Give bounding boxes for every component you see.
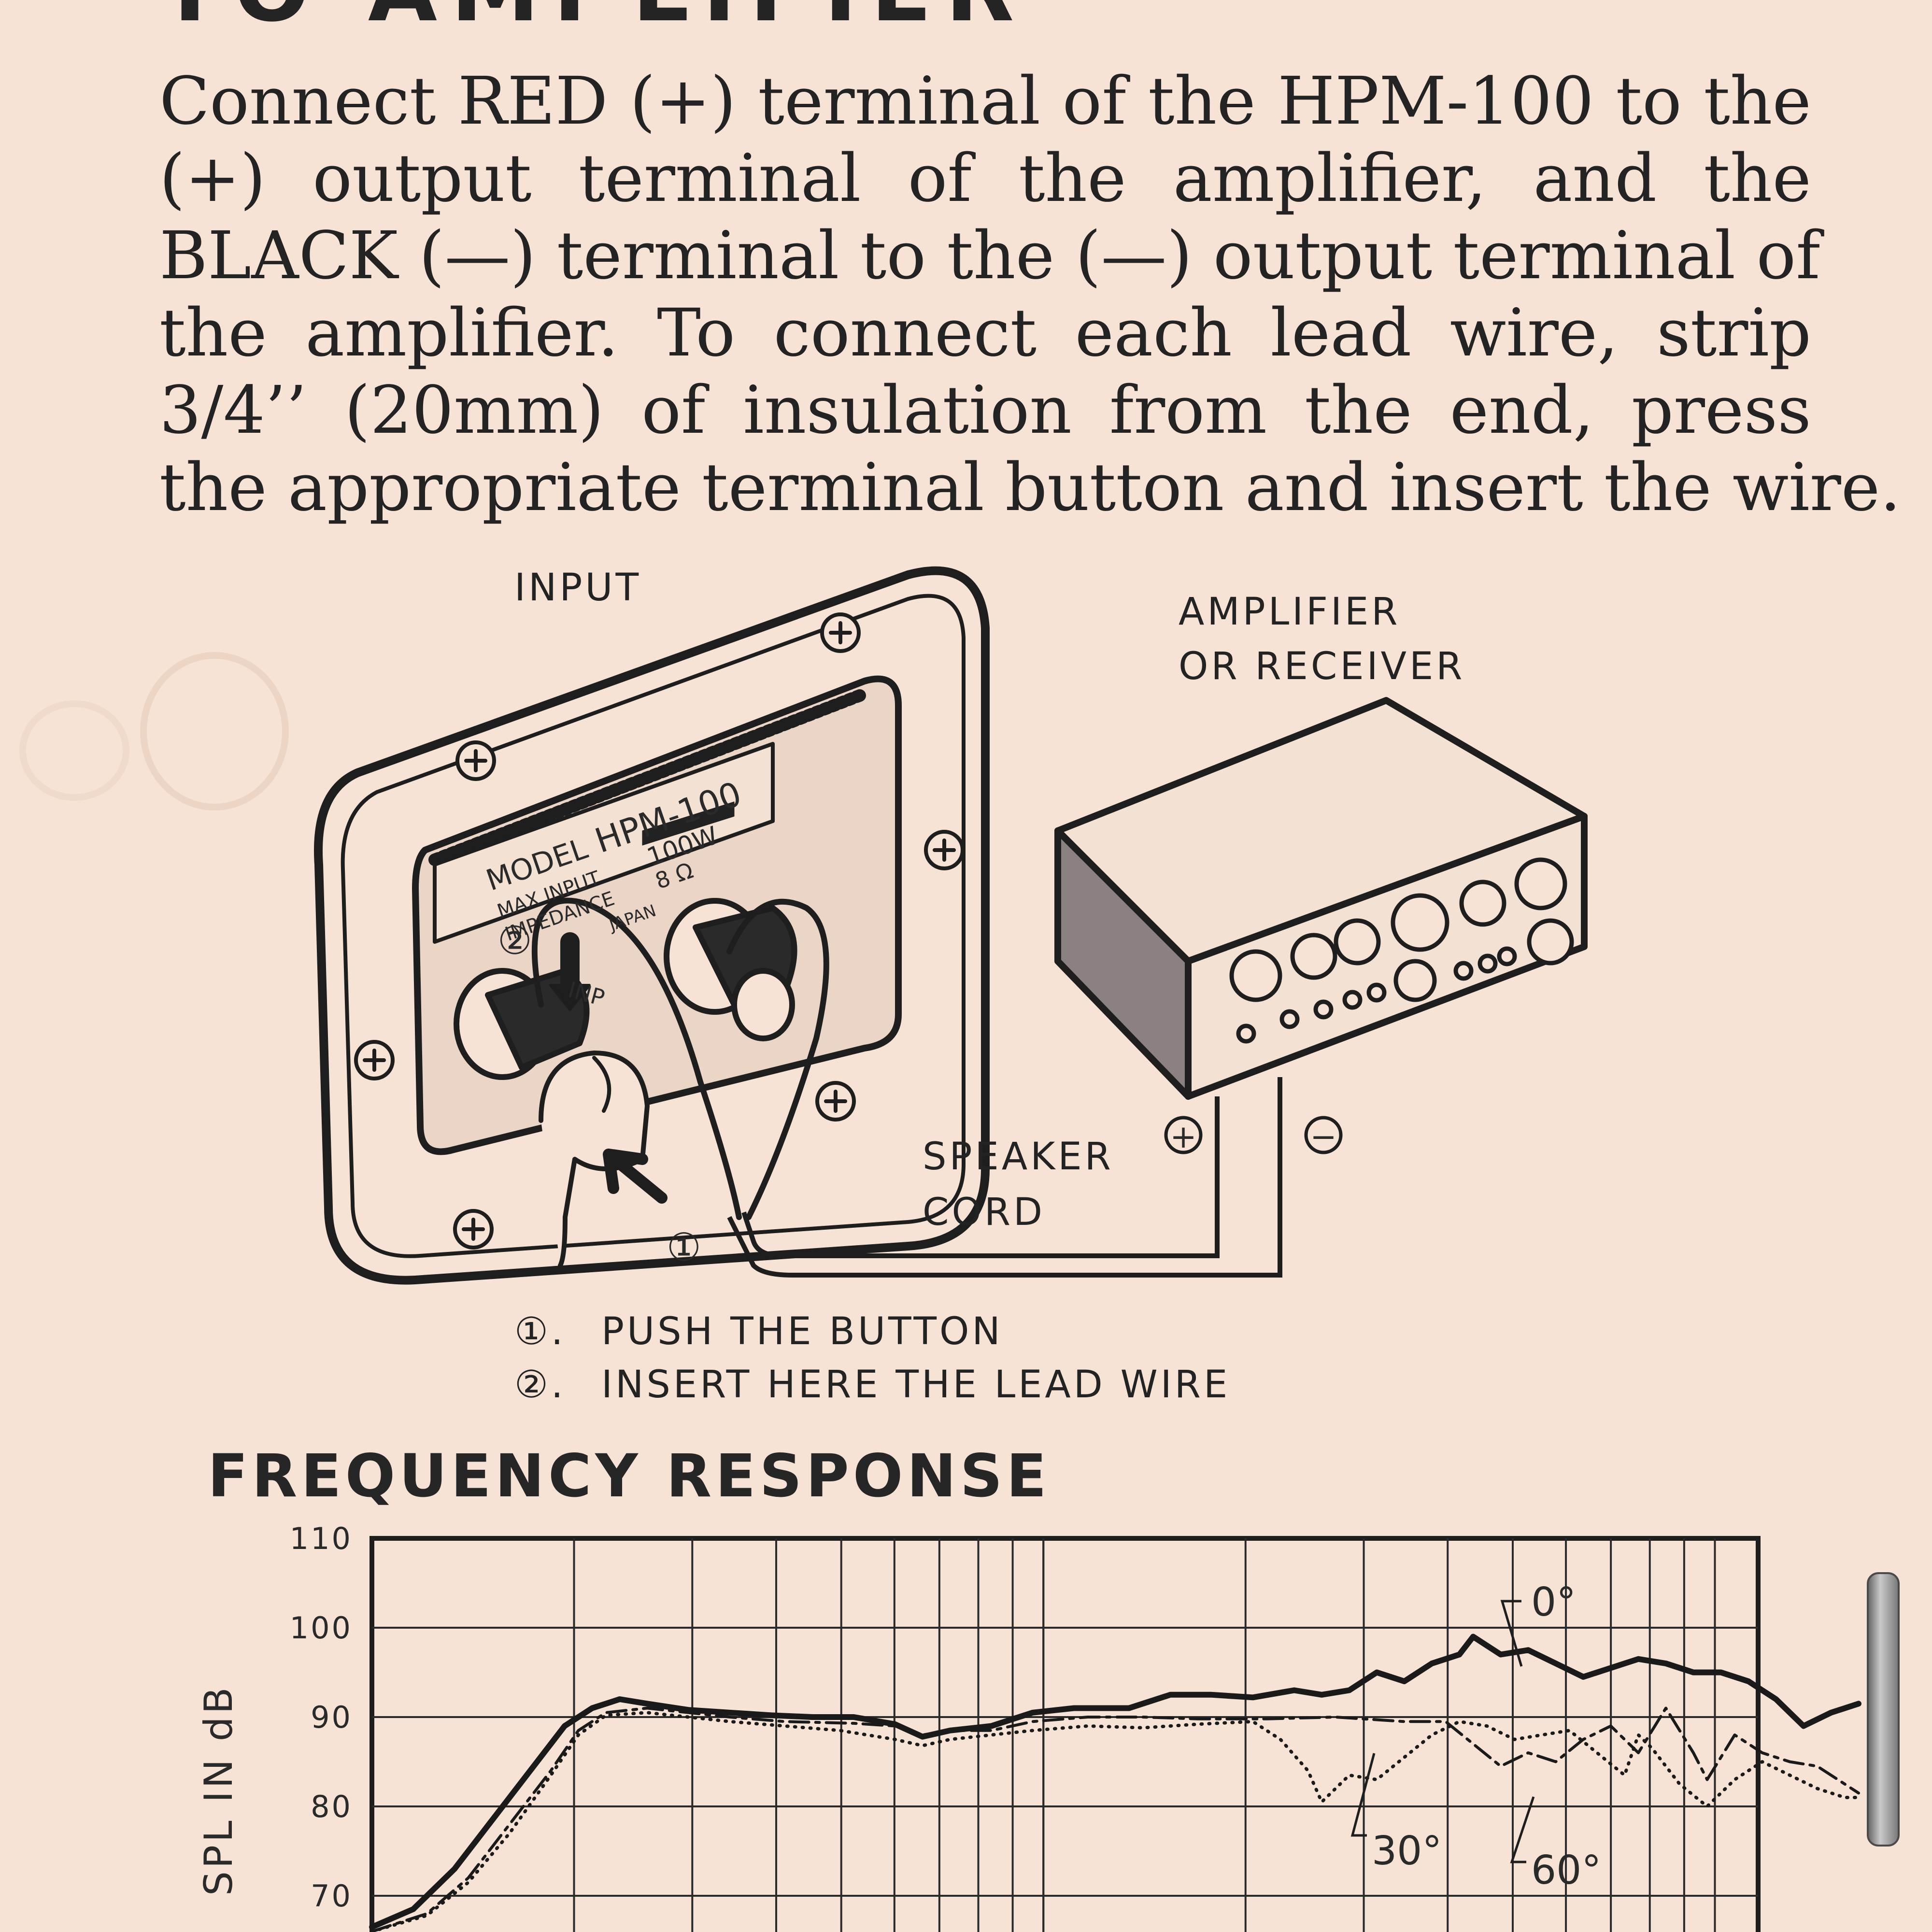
instruction-line: the appropriate terminal button and inse…	[159, 450, 1901, 526]
y-tick-labels: 110 100 90 80 70	[290, 1521, 353, 1914]
series-line-solid	[369, 1634, 1861, 1930]
legend-marker-1: ①.	[514, 1310, 566, 1353]
polarity-symbols	[1164, 1116, 1343, 1154]
section-heading-partial: TO AMPLIFIER	[159, 0, 1027, 42]
series-line-dashdot	[370, 1706, 1860, 1932]
series-line-dotted	[370, 1711, 1861, 1932]
y-tick-label: 70	[311, 1878, 353, 1914]
plus-symbol: +	[1170, 1118, 1196, 1155]
amplifier-label: AMPLIFIER	[1179, 590, 1401, 634]
y-tick-label: 80	[311, 1789, 353, 1824]
legend-text-2: INSERT HERE THE LEAD WIRE	[601, 1363, 1231, 1406]
marker-1: ①	[667, 1225, 701, 1270]
y-axis-label: SPL IN dB	[196, 1684, 241, 1896]
instruction-line: 3/4’’ (20mm) of insulation from the end,…	[159, 372, 1811, 449]
speaker-cord-label-line2: CORD	[923, 1191, 1046, 1234]
y-tick-label: 90	[311, 1700, 353, 1735]
input-label: INPUT	[514, 566, 642, 610]
binder-clip	[1867, 1572, 1900, 1847]
chart-title: FREQUENCY RESPONSE	[208, 1442, 1051, 1510]
marker-2: ②	[497, 918, 532, 963]
instruction-line: BLACK (—) terminal to the (—) output ter…	[159, 218, 1820, 294]
minus-symbol: −	[1310, 1118, 1336, 1155]
instruction-line: (+) output terminal of the amplifier, an…	[159, 141, 1811, 217]
y-tick-label: 100	[290, 1610, 353, 1646]
amplifier-illustration	[1054, 697, 1588, 1100]
instruction-line: Connect RED (+) terminal of the HPM-100 …	[159, 63, 1811, 140]
instruction-line: the amplifier. To connect each lead wire…	[159, 295, 1811, 371]
annotation-0deg: 0°	[1531, 1579, 1576, 1625]
angle-annotations	[1350, 1600, 1535, 1863]
legend-marker-2: ②.	[514, 1363, 566, 1406]
speaker-cord	[727, 1077, 1282, 1278]
annotation-60deg: 60°	[1531, 1847, 1601, 1893]
annotation-30deg: 30°	[1372, 1828, 1442, 1874]
chart-frame	[369, 1536, 1761, 1932]
y-tick-label: 110	[290, 1521, 353, 1556]
legend-text-1: PUSH THE BUTTON	[601, 1310, 1003, 1353]
instruction-paragraph: Connect RED (+) terminal of the HPM-100 …	[159, 63, 1901, 526]
amplifier-label-line2: OR RECEIVER	[1179, 645, 1465, 688]
speaker-cord-label: SPEAKER	[923, 1135, 1114, 1179]
chart-series	[369, 1634, 1861, 1932]
speaker-terminal-plate	[314, 566, 990, 1285]
